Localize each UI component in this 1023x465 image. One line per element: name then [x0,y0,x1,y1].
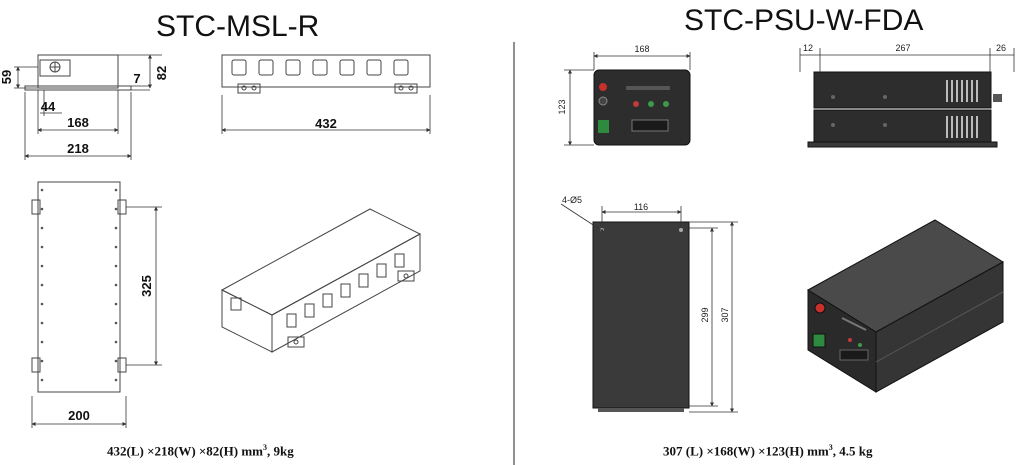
vent-slot [961,116,963,138]
dim-44: 44 [41,99,56,114]
dim-7: 7 [133,71,140,86]
right-caption-tail: , 4.5 kg [832,443,873,459]
right-caption-main: 307 (L) ×168(W) ×123(H) mm [663,443,829,459]
msl-top-view [31,181,127,393]
left-caption: 432(L) ×218(W) ×82(H) mm3, 9kg [107,443,294,459]
vent-slot [951,80,953,102]
psu-side-dims [799,48,1015,72]
mounting-hole [114,207,118,211]
mounting-hole [114,321,118,325]
msl-top-holes [40,188,118,382]
mounting-hole [114,378,118,382]
vent-slot [966,116,968,138]
vent-slot [971,116,973,138]
mounting-hole [114,264,118,268]
msl-isometric-view [220,208,422,353]
vent-slot [956,80,958,102]
left-caption-tail: , 9kg [266,443,294,459]
mounting-hole [114,302,118,306]
left-title: STC-MSL-R [156,10,320,43]
mounting-hole [114,245,118,249]
psu-isometric-view [807,219,1004,393]
vent-slot [976,116,978,138]
dim-168-right: 168 [634,44,649,54]
dim-12: 12 [803,43,813,53]
mounting-hole [40,340,44,344]
mounting-hole [114,359,118,363]
dim-307: 307 [720,307,730,322]
psu-side-vents [946,80,978,138]
vent-slot [961,80,963,102]
dim-168-left: 168 [67,115,89,130]
dim-123: 123 [557,99,567,114]
mounting-hole [40,226,44,230]
mounting-hole [114,340,118,344]
right-title: STC-PSU-W-FDA [684,4,924,37]
vent-slot [946,80,948,102]
msl-top-dims [31,206,162,428]
left-caption-main: 432(L) ×218(W) ×82(H) mm [107,443,263,459]
mounting-hole [40,359,44,363]
mounting-hole [114,188,118,192]
msl-front-dims [14,54,162,160]
dim-59: 59 [0,70,14,84]
right-caption: 307 (L) ×168(W) ×123(H) mm3, 4.5 kg [663,443,872,459]
dim-432: 432 [315,116,337,131]
vent-slot [951,116,953,138]
psu-front-dims [564,52,691,146]
msl-side-view [221,54,431,94]
mounting-hole [40,321,44,325]
vent-slot [971,80,973,102]
mounting-hole [114,226,118,230]
vent-slot [976,80,978,102]
dim-200: 200 [68,408,90,423]
dim-325: 325 [139,275,154,297]
psu-top-dims [560,203,738,413]
vent-slot [966,80,968,102]
mounting-hole [40,302,44,306]
psu-top-view [592,221,690,412]
mounting-hole [114,283,118,287]
psu-front-view [593,69,691,146]
msl-side-dims [221,95,431,134]
mounting-hole [40,188,44,192]
dim-299: 299 [700,307,710,322]
vent-slot [956,116,958,138]
dim-116: 116 [634,202,648,212]
mounting-hole [40,207,44,211]
dim-26: 26 [996,43,1006,53]
mounting-hole [40,245,44,249]
vent-slot [946,116,948,138]
hole-note: 4-Ø5 [562,195,582,205]
dim-218: 218 [67,141,89,156]
mounting-hole [40,378,44,382]
msl-front-view [24,54,132,91]
left-caption-sup: 3 [262,443,267,452]
right-caption-sup: 3 [828,443,833,452]
dim-82: 82 [154,66,169,80]
mounting-hole [40,264,44,268]
dim-267: 267 [895,43,910,53]
mounting-hole [40,283,44,287]
